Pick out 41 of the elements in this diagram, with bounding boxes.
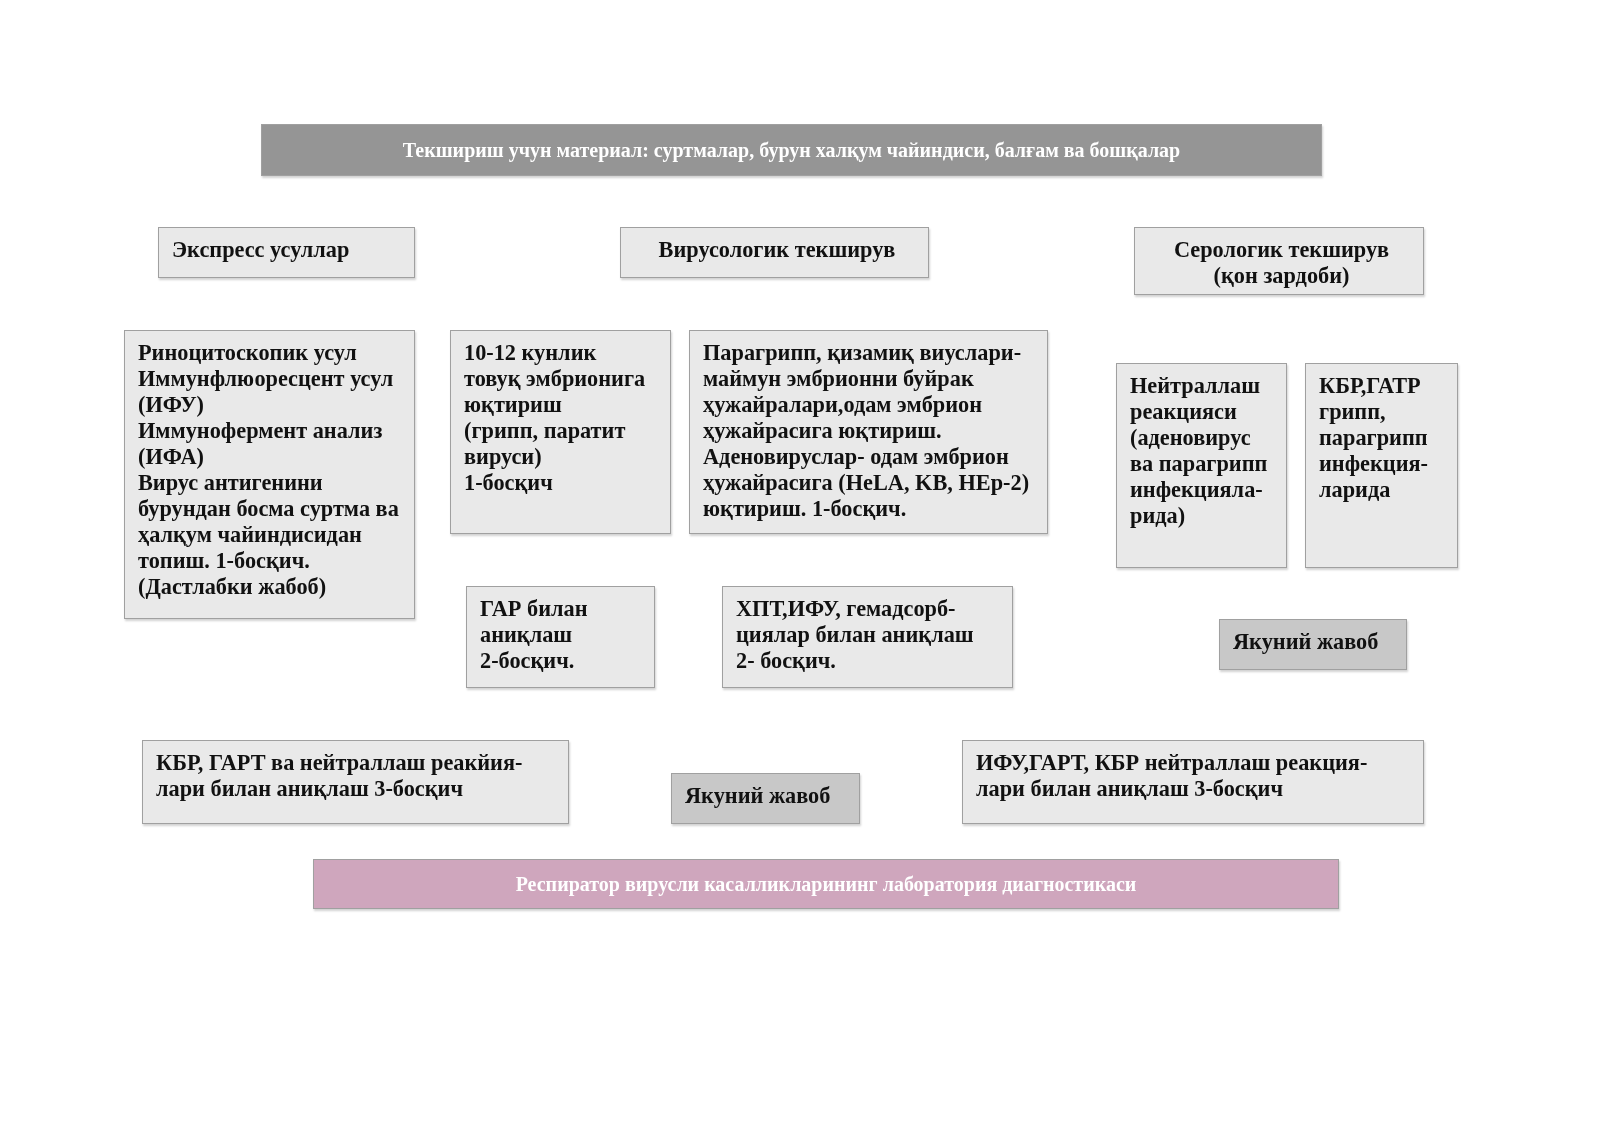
box-text: ИФУ,ГАРТ, КБР нейтраллаш реакция- лари билан аниқлаш 3-босқич <box>976 750 1369 802</box>
banner-text: Текшириш учун материал: суртмалар, бурун халқум чайиндиси, балғам ва бошқалар <box>402 138 1181 162</box>
banner-text: Респиратор вирусли касалликларининг лаборатория диагностикаси <box>515 872 1137 896</box>
box-text: Нейтраллаш реакцияси (аденовирус ва парагрипп инфекцияла- рида) <box>1130 373 1269 529</box>
banner <box>261 124 1322 176</box>
method-box <box>689 330 1048 534</box>
box-text: (грипп, паратит вируси) <box>464 418 627 470</box>
box-text: Вирусологик текширув <box>657 237 897 263</box>
box-text: Якуний жавоб <box>685 783 832 809</box>
banner <box>313 859 1339 909</box>
box-text: (Дастлабки жабоб) <box>138 574 328 600</box>
box-text: Экспресс усуллар <box>172 237 351 263</box>
box-text: 10-12 кунлик <box>464 340 598 366</box>
box-text: Риноцитоскопик усул <box>138 340 358 366</box>
method-box <box>450 330 671 534</box>
box-text: товуқ эмбрионига юқтириш <box>464 366 647 418</box>
box-text: 2-босқич. <box>480 648 576 674</box>
method-box <box>124 330 415 619</box>
box-text: 1-босқич <box>464 470 554 496</box>
method-box <box>962 740 1424 824</box>
result-box <box>671 773 860 824</box>
box-text: КБР,ГАТР грипп, парагрипп инфекция- ларида <box>1319 373 1430 503</box>
box-text: ХПТ,ИФУ, гемадсорб- циялар билан аниқлаш <box>736 596 975 648</box>
category-box <box>620 227 929 278</box>
method-box <box>722 586 1013 688</box>
box-text: Серологик текширув (қон зардоби) <box>1172 237 1391 289</box>
result-box <box>1219 619 1407 670</box>
box-text: 2- босқич. <box>736 648 837 674</box>
method-box <box>1305 363 1458 568</box>
method-box <box>1116 363 1287 568</box>
method-box <box>142 740 569 824</box>
method-box <box>466 586 655 688</box>
category-box <box>1134 227 1424 295</box>
box-text: Иммунфлюоресцент усул (ИФУ) <box>138 366 395 418</box>
box-text: Иммунофермент анализ (ИФА) <box>138 418 384 470</box>
box-text: Вирус антигенини бурундан босма суртма ва ҳалқум чайиндисидан топиш. 1-босқич. <box>138 470 400 574</box>
box-text: Парагрипп, қизамиқ виуслари- маймун эмбрионни буйрак ҳужайралари,одам эмбрион ҳужайрасига юқтириш. Аденовируслар- одам эмбрион ҳужайрасига (HeLA, KB, HEp-2) юқтириш. 1-босқич. <box>703 340 1031 522</box>
box-text: КБР, ГАРТ ва нейтраллаш реакйия- лари билан аниқлаш 3-босқич <box>156 750 524 802</box>
box-text: ГАР билан аниқлаш <box>480 596 589 648</box>
category-box <box>158 227 415 278</box>
box-text: Якуний жавоб <box>1233 629 1380 655</box>
